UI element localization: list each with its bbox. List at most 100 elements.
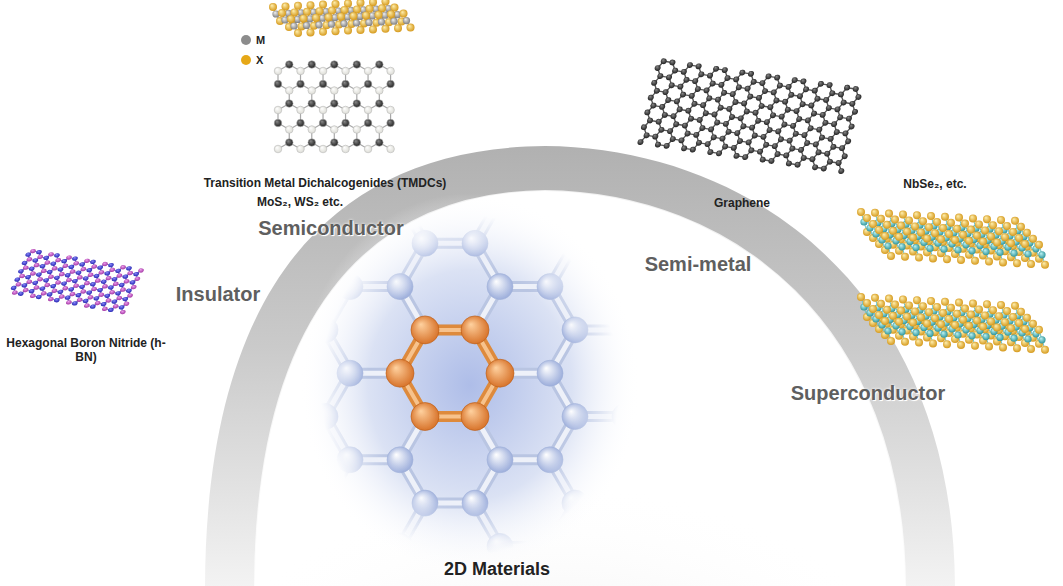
lattice-atoms — [652, 133, 659, 140]
lattice-atoms — [58, 272, 65, 277]
nbse2-layer — [891, 216, 899, 224]
tmdc-slab — [307, 28, 315, 36]
tmdc-slab — [353, 19, 360, 26]
lattice-atoms — [794, 161, 801, 168]
lattice-atoms — [681, 145, 688, 152]
nbse2-layer — [1007, 324, 1015, 332]
lattice-atoms — [71, 278, 78, 283]
highlight-hexagon — [461, 316, 489, 344]
lattice-atoms — [76, 275, 83, 280]
lattice-atoms — [353, 87, 361, 95]
nbse2-layer — [889, 227, 897, 235]
nbse2-layer — [1013, 344, 1021, 352]
lattice-atoms — [125, 288, 132, 293]
lattice-atoms — [808, 102, 815, 109]
lattice-atoms — [115, 268, 122, 273]
nbse2-layer — [1041, 261, 1049, 269]
nbse2-layer — [983, 215, 991, 223]
lattice-atoms — [319, 106, 327, 114]
lattice-atoms — [747, 71, 754, 78]
lattice-atoms — [831, 121, 838, 128]
lattice-atoms — [71, 301, 78, 306]
lattice-atoms — [662, 89, 669, 96]
nbse2-layer — [1023, 229, 1031, 237]
lattice-atoms — [763, 119, 770, 126]
lattice-atoms — [353, 126, 361, 134]
lattice-atoms — [19, 273, 26, 278]
nbse2-layer — [912, 244, 919, 251]
lattice-atoms — [376, 61, 384, 69]
lattice-atoms — [319, 145, 327, 153]
lattice-atoms — [65, 255, 72, 260]
lattice-atoms — [62, 263, 69, 268]
tmdc-lattice — [274, 61, 394, 153]
lattice-atoms — [86, 268, 93, 273]
lattice-atoms — [826, 82, 833, 89]
lattice-atoms — [65, 300, 72, 305]
nbse2-layer — [941, 213, 949, 221]
nbse2-layer — [987, 232, 995, 240]
lattice-atoms — [837, 91, 844, 98]
formula-label: MoS₂, WS₂ etc. — [257, 195, 343, 209]
lattice-atoms — [51, 266, 58, 271]
nbse2-layer — [898, 328, 905, 335]
lattice-atoms — [115, 291, 122, 296]
lattice-atoms — [792, 131, 799, 138]
lattice-atoms — [25, 252, 32, 257]
nbse2-layer — [881, 317, 889, 325]
lattice-atoms — [651, 80, 658, 87]
lattice-atoms — [798, 147, 805, 154]
nbse2-layer — [965, 237, 973, 245]
nbse2-layer — [968, 332, 975, 339]
lattice-atoms — [714, 96, 721, 103]
lattice-atoms — [637, 139, 644, 146]
lattice-atoms — [308, 100, 316, 108]
lattice-atoms — [353, 139, 361, 147]
lattice-atoms — [94, 301, 101, 306]
nbse2-layer — [905, 301, 913, 309]
lattice-atoms — [695, 140, 702, 147]
lattice-atoms — [312, 317, 338, 343]
lattice-atoms — [706, 95, 713, 102]
nbse2-layer — [937, 235, 945, 243]
nbse2-layer — [913, 211, 921, 219]
lattice-atoms — [562, 490, 588, 516]
lattice-atoms — [14, 277, 21, 282]
tmdc-slab — [394, 24, 402, 32]
nbse2-layer — [1021, 240, 1029, 248]
lattice-atoms — [376, 126, 384, 134]
lattice-atoms — [733, 153, 740, 160]
lattice-atoms — [119, 310, 126, 315]
nbse2-layer — [903, 313, 911, 321]
nbse2-layer — [996, 334, 1003, 341]
nbse2-layer — [1007, 239, 1015, 247]
lattice-atoms — [342, 145, 350, 153]
nbse2-layer — [1038, 251, 1045, 258]
lattice-atoms — [122, 274, 129, 279]
center-lattice — [312, 187, 638, 559]
nbse2-layer — [1010, 335, 1017, 342]
lattice-atoms — [55, 280, 62, 285]
lattice-atoms — [97, 288, 104, 293]
lattice-atoms — [717, 104, 724, 111]
nbse2-layer — [895, 318, 903, 326]
lattice-atoms — [308, 87, 316, 95]
lattice-atoms — [73, 261, 80, 266]
lattice-atoms — [689, 146, 696, 153]
lattice-atoms — [297, 67, 305, 75]
nbse2-layer — [875, 226, 883, 234]
nbse2-layer — [931, 229, 939, 237]
lattice-atoms — [91, 286, 98, 291]
nbse2-layer — [877, 300, 885, 308]
lattice-atoms — [62, 286, 69, 291]
lattice-atoms — [25, 275, 32, 280]
lattice-atoms — [8, 248, 144, 315]
nbse2-layer — [985, 258, 993, 266]
tmdc-slab — [287, 15, 295, 23]
lattice-atoms — [364, 80, 372, 88]
lattice-atoms — [562, 404, 588, 430]
tmdc-slab — [315, 21, 322, 28]
nbse2-layer — [903, 228, 911, 236]
lattice-atoms — [64, 273, 71, 278]
category-label: Semi-metal — [645, 252, 752, 276]
